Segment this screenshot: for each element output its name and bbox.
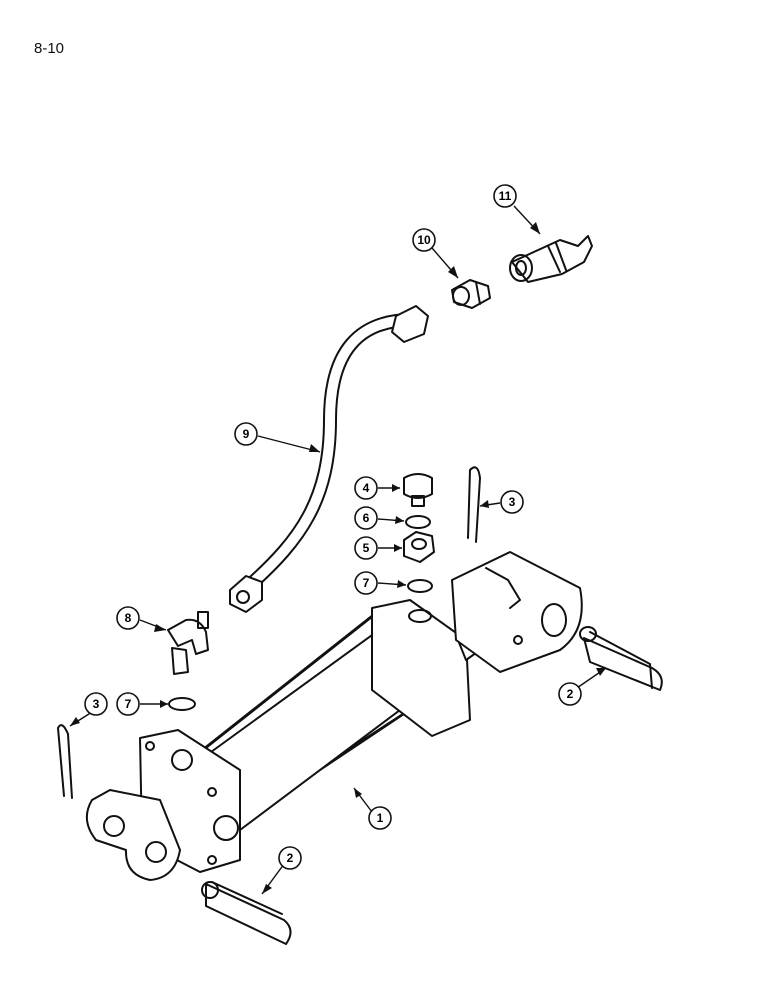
svg-text:3: 3 (93, 697, 100, 711)
hex-fitting-part (403, 531, 435, 563)
clevis-pin-right-part (579, 626, 663, 691)
callout-3-left: 3 (84, 692, 108, 716)
quick-coupler-part (509, 235, 593, 283)
svg-text:2: 2 (567, 687, 574, 701)
breather-cap-part (403, 473, 433, 507)
svg-text:11: 11 (499, 189, 512, 203)
svg-text:10: 10 (417, 233, 431, 247)
svg-text:7: 7 (363, 576, 370, 590)
callout-1: 1 (368, 806, 392, 830)
callout-8: 8 (116, 606, 140, 630)
leader-arrowheads (70, 222, 606, 894)
callout-4: 4 (354, 476, 378, 500)
callouts: 11 10 9 4 6 5 7 3 (84, 184, 582, 870)
svg-text:2: 2 (287, 851, 294, 865)
callout-7-upper: 7 (354, 571, 378, 595)
callout-5: 5 (354, 536, 378, 560)
callout-11: 11 (493, 184, 517, 208)
hydraulic-cylinder-part (85, 551, 583, 881)
callout-10: 10 (412, 228, 436, 252)
callout-2-lower: 2 (278, 846, 302, 870)
clevis-pin-lower-part (201, 881, 292, 945)
svg-text:5: 5 (363, 541, 370, 555)
callout-3-right: 3 (500, 490, 524, 514)
cotter-pin-left-part (57, 724, 73, 799)
cotter-pin-right-part (467, 466, 481, 543)
o-ring-part (405, 515, 431, 529)
svg-text:7: 7 (125, 697, 132, 711)
o-ring-upper-part (407, 579, 433, 593)
callout-7-lower: 7 (116, 692, 140, 716)
o-ring-lower-part (168, 697, 196, 711)
svg-text:1: 1 (377, 811, 384, 825)
callout-6: 6 (354, 506, 378, 530)
callout-2-right: 2 (558, 682, 582, 706)
page-number: 8-10 (34, 40, 65, 57)
svg-text:3: 3 (509, 495, 516, 509)
callout-9: 9 (234, 422, 258, 446)
svg-text:8: 8 (125, 611, 132, 625)
svg-text:9: 9 (243, 427, 250, 441)
hydraulic-hose-part (229, 305, 429, 613)
svg-text:4: 4 (363, 481, 370, 495)
svg-text:6: 6 (363, 511, 370, 525)
adapter-fitting-part (451, 279, 491, 309)
elbow-fitting-part (167, 611, 209, 675)
